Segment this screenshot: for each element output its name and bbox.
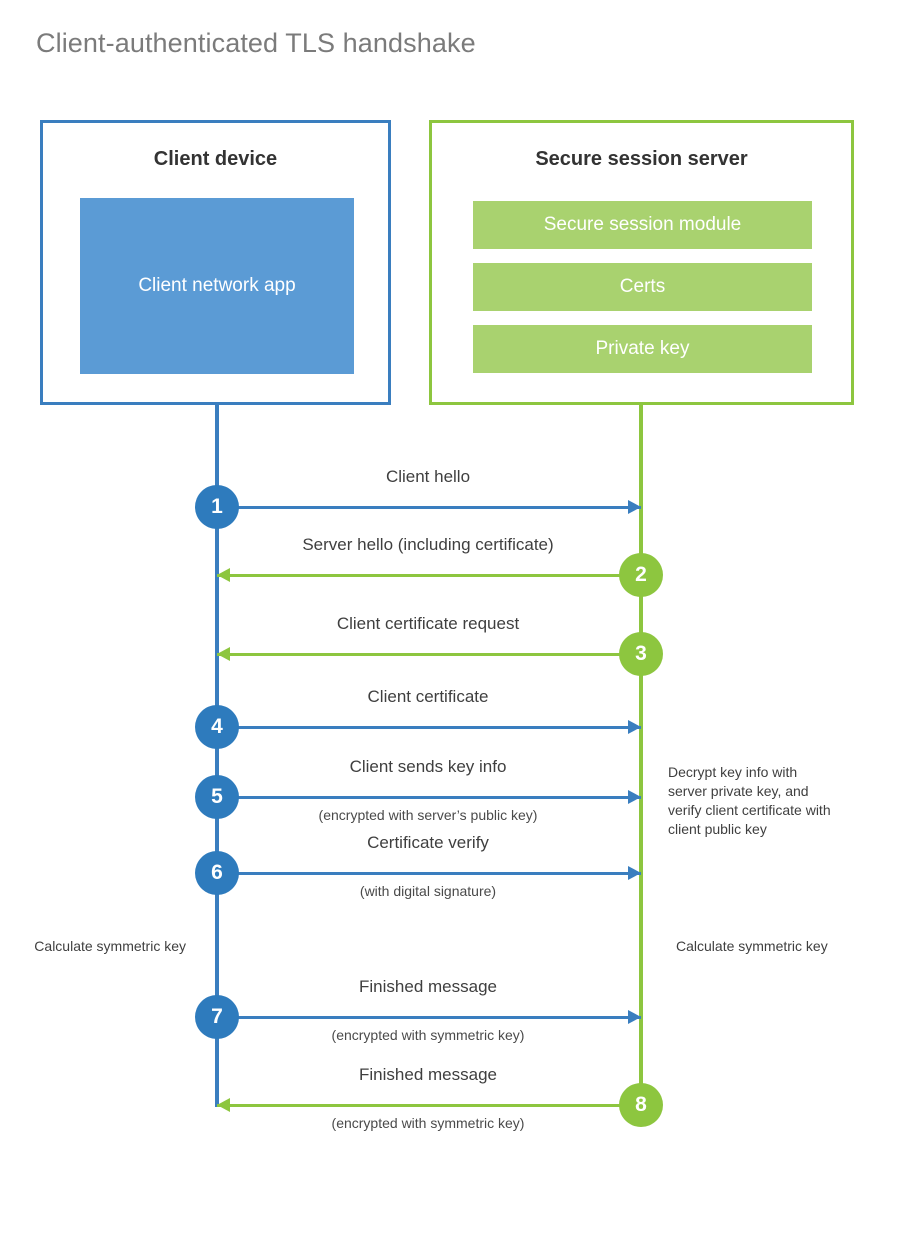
message-arrowhead	[217, 1098, 230, 1112]
message-line	[217, 653, 641, 656]
step-badge-4[interactable]: 4	[195, 705, 239, 749]
message-sublabel: (encrypted with symmetric key)	[331, 1027, 525, 1043]
message-label: Client certificate	[367, 687, 489, 706]
step-badge-6[interactable]: 6	[195, 851, 239, 895]
step-badge-1[interactable]: 1	[195, 485, 239, 529]
server-module-secure-session-module: Secure session module	[473, 201, 812, 249]
message-label: Certificate verify	[367, 833, 489, 852]
server-lifeline	[639, 404, 643, 1107]
step-badge-7[interactable]: 7	[195, 995, 239, 1039]
message-arrowhead	[217, 568, 230, 582]
message-line	[217, 1016, 641, 1019]
client-network-app-block: Client network app	[80, 198, 354, 374]
annotation-server-decrypt: Decrypt key info with server private key…	[668, 764, 831, 837]
step-badge-3[interactable]: 3	[619, 632, 663, 676]
client-device-title: Client device	[153, 148, 278, 170]
message-sublabel: (with digital signature)	[359, 883, 497, 899]
message-arrowhead	[628, 1010, 641, 1024]
client-lifeline	[215, 404, 219, 1107]
annotation-server-calculate-symmetric-key: Calculate symmetric key	[676, 938, 828, 954]
step-badge-2[interactable]: 2	[619, 553, 663, 597]
message-arrowhead	[628, 720, 641, 734]
message-arrowhead	[628, 500, 641, 514]
server-module-private-key: Private key	[473, 325, 812, 373]
message-label: Client hello	[385, 467, 471, 486]
annotation-client-calculate-symmetric-key: Calculate symmetric key	[34, 938, 186, 954]
message-arrowhead	[628, 866, 641, 880]
message-line	[217, 872, 641, 875]
step-badge-5[interactable]: 5	[195, 775, 239, 819]
page-title: Client-authenticated TLS handshake	[36, 28, 476, 58]
message-sublabel: (encrypted with symmetric key)	[331, 1115, 525, 1131]
message-arrowhead	[628, 790, 641, 804]
message-line	[217, 726, 641, 729]
client-device-box: Client device Client network app	[40, 120, 391, 405]
message-arrowhead	[217, 647, 230, 661]
message-label: Finished message	[359, 977, 497, 996]
message-label: Server hello (including certificate)	[302, 535, 554, 554]
message-sublabel: (encrypted with server’s public key)	[318, 807, 538, 823]
step-badge-8[interactable]: 8	[619, 1083, 663, 1127]
message-label: Client certificate request	[336, 614, 520, 633]
secure-session-server-box: Secure session server Secure session mod…	[429, 120, 854, 405]
message-label: Client sends key info	[349, 757, 507, 776]
message-line	[217, 796, 641, 799]
server-module-certs: Certs	[473, 263, 812, 311]
message-line	[217, 506, 641, 509]
message-label: Finished message	[359, 1065, 497, 1084]
message-line	[217, 1104, 641, 1107]
secure-session-server-title: Secure session server	[535, 148, 748, 170]
message-line	[217, 574, 641, 577]
